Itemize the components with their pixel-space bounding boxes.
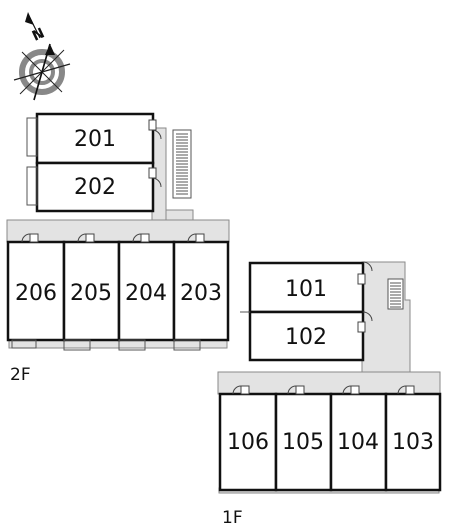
unit-205-label: 205	[70, 281, 112, 306]
unit-202: 202	[26, 161, 162, 213]
floor-label-1f: 1F	[222, 508, 243, 528]
unit-102-label: 102	[285, 325, 327, 350]
floor-label-2f: 2F	[10, 365, 31, 385]
unit-204-label: 204	[125, 281, 167, 306]
unit-row-1f: 106 105 104 103	[218, 385, 442, 492]
unit-203-label: 203	[180, 281, 222, 306]
unit-102: 102	[240, 310, 373, 362]
unit-105-label: 105	[282, 430, 324, 455]
stairs-1f	[387, 278, 404, 310]
unit-103-label: 103	[392, 430, 434, 455]
unit-106-label: 106	[227, 430, 269, 455]
north-label: N	[30, 25, 47, 44]
unit-104-label: 104	[337, 430, 379, 455]
unit-201: 201	[26, 112, 162, 165]
unit-101-label: 101	[285, 277, 327, 302]
compass-rose-icon: N	[13, 12, 71, 101]
unit-row-2f: 206 205 204 203	[6, 233, 230, 351]
corridor-2f	[6, 127, 230, 349]
unit-202-label: 202	[74, 175, 116, 200]
stairs-2f	[172, 129, 192, 199]
unit-101: 101	[248, 261, 373, 314]
unit-206-label: 206	[15, 281, 57, 306]
unit-201-label: 201	[74, 127, 116, 152]
